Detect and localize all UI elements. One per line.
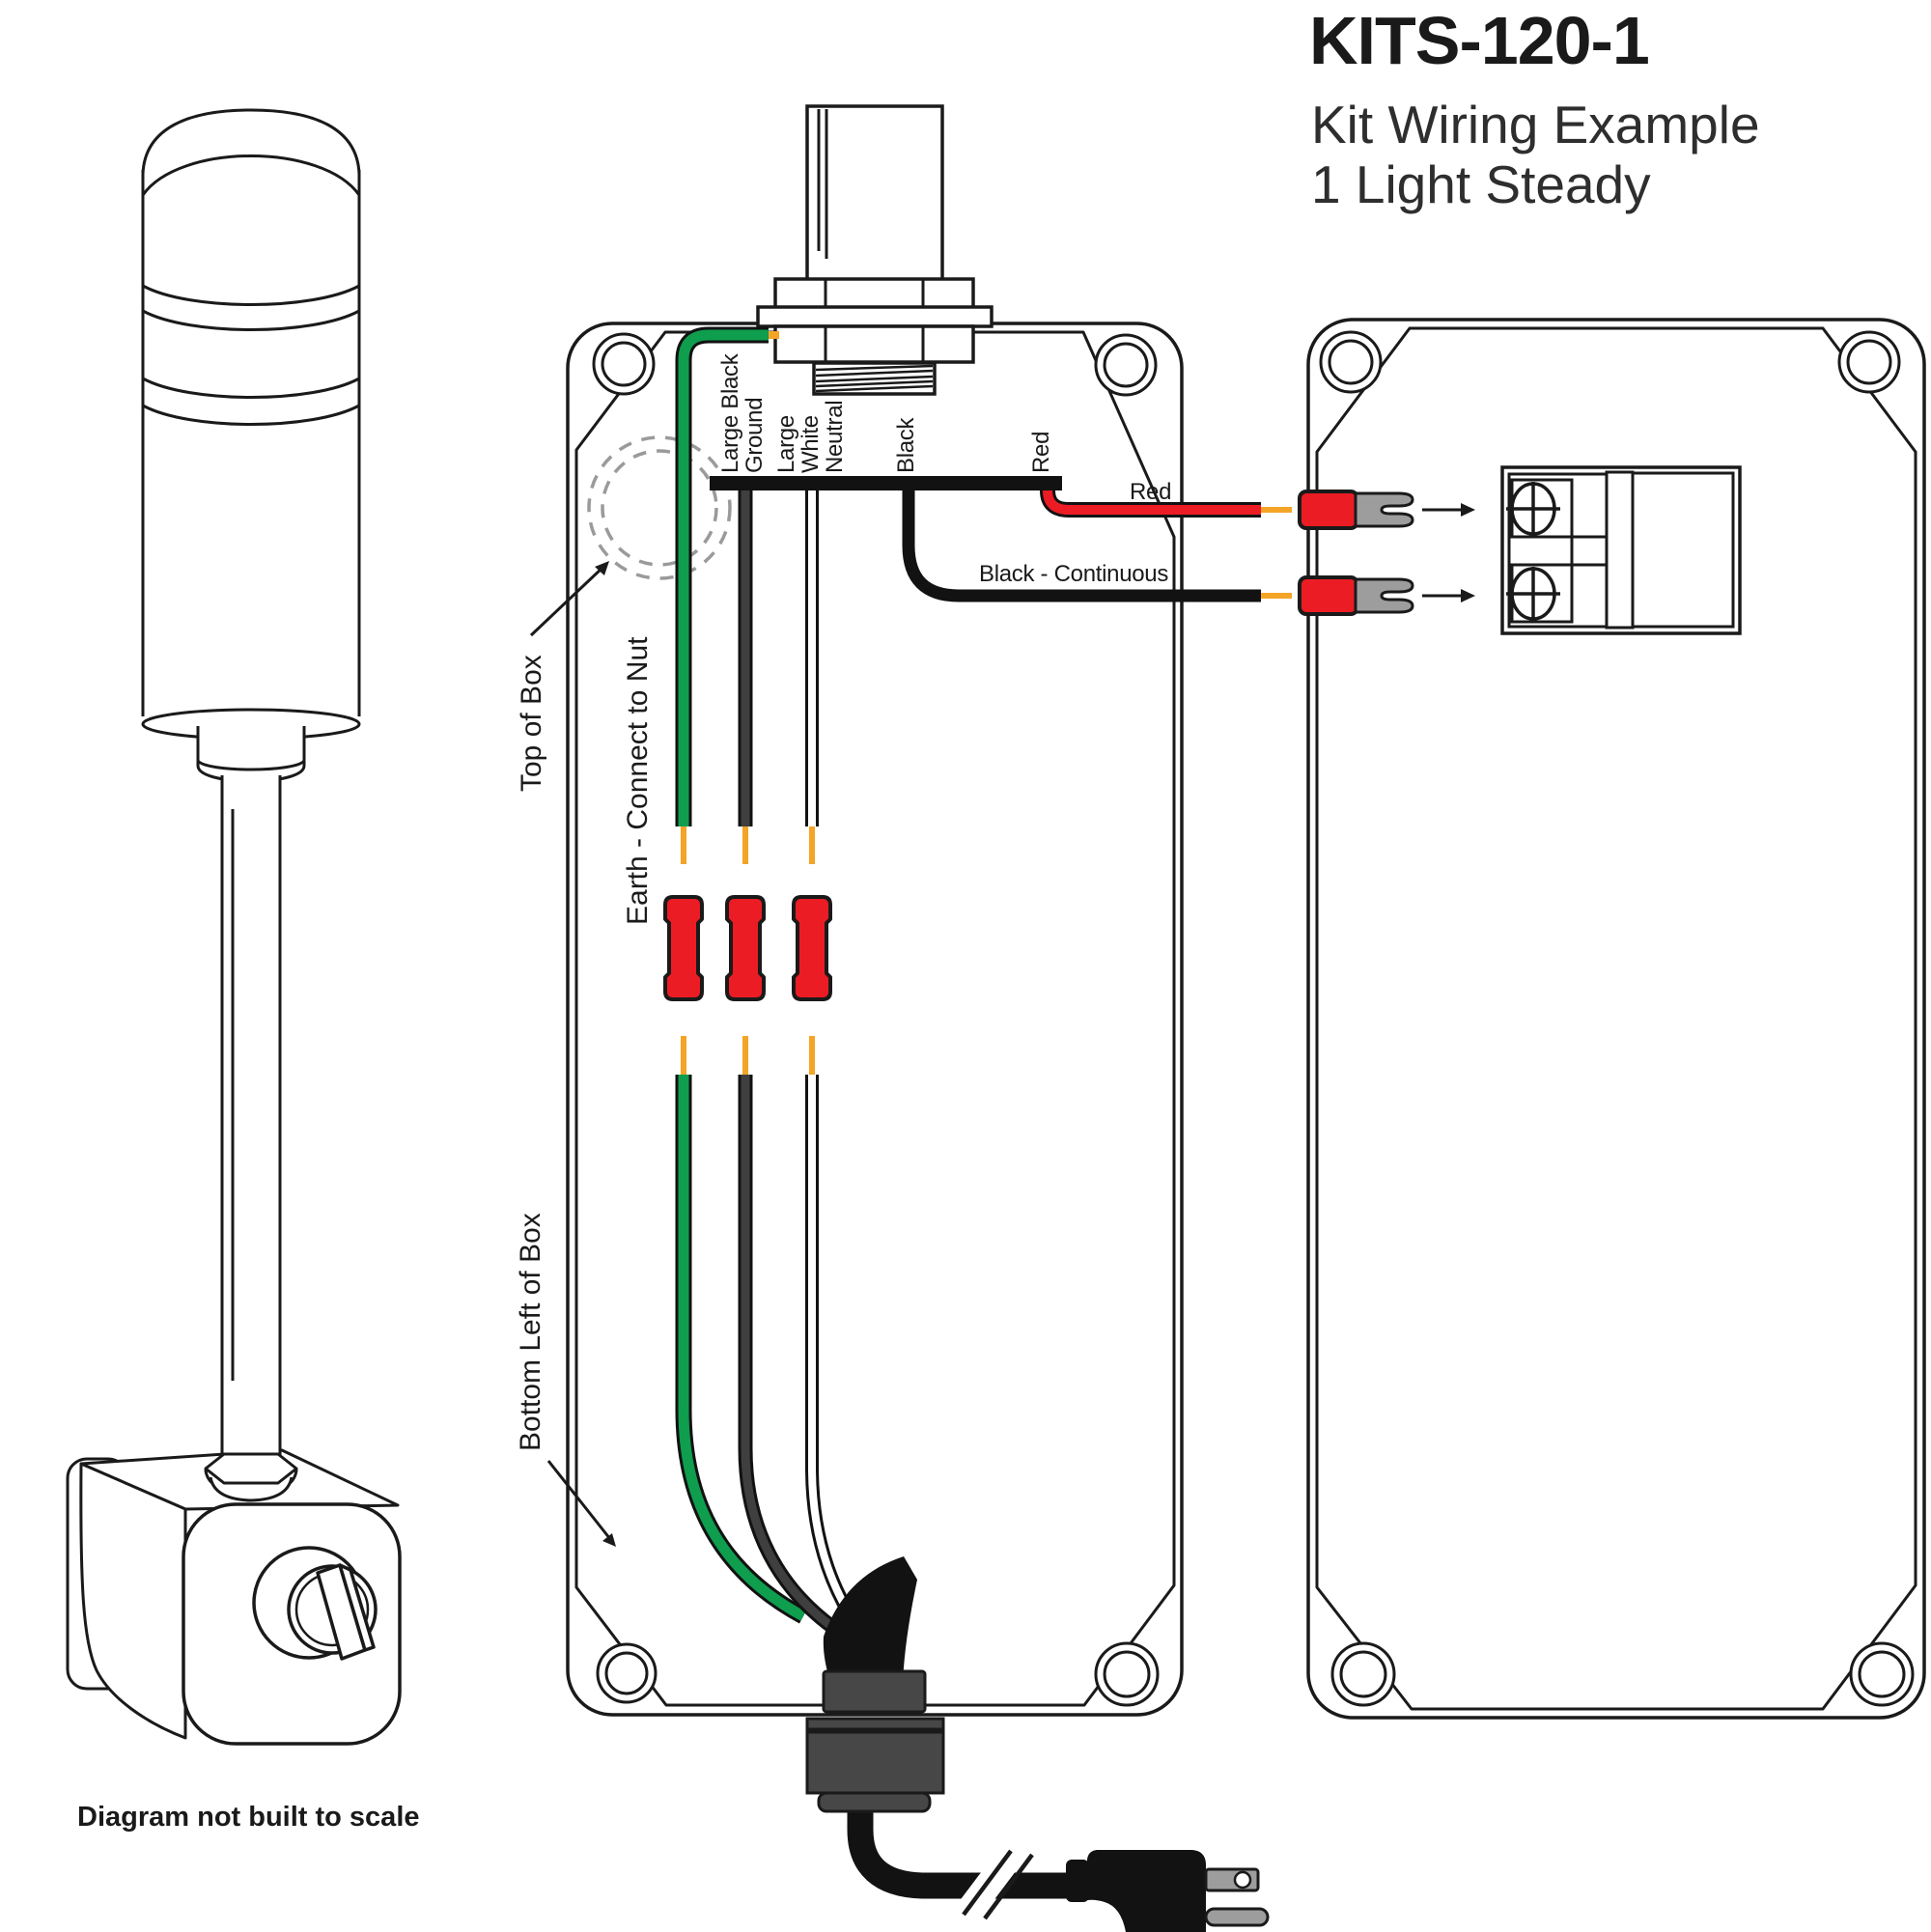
mounting-pole — [220, 774, 282, 1469]
arrow-head — [1461, 503, 1475, 517]
fork-terminal-blade — [1354, 577, 1414, 614]
neutral-wire-lower — [808, 1075, 868, 1639]
black-wire-label: Black — [893, 417, 919, 473]
butt-splice — [663, 895, 704, 1001]
terminal-right-cavity — [1631, 471, 1735, 629]
arrow-head — [1461, 589, 1475, 602]
wires — [675, 326, 1292, 1641]
butt-splice-connectors — [663, 895, 832, 1001]
stack-light — [66, 108, 402, 1746]
stack-light-adapter — [196, 726, 306, 783]
neutral-wire-label: Large White Neutral — [773, 400, 849, 473]
power-cord-assembly — [805, 1556, 1270, 1932]
fork-terminal-sleeve — [1298, 575, 1359, 616]
fitting-nut-upper — [773, 277, 975, 310]
black-lead-label: Black - Continuous — [979, 561, 1169, 587]
butt-splice — [725, 895, 766, 1001]
fitting-flange — [756, 305, 993, 328]
arrow-head — [595, 561, 609, 575]
terminal-block — [1500, 465, 1742, 635]
terminal-divider-bar — [1605, 470, 1635, 630]
power-cord — [847, 1796, 1072, 1899]
bottom-left-leader — [546, 1460, 612, 1540]
fitting-nut-lower — [773, 324, 975, 364]
top-of-box-leader — [529, 566, 604, 637]
page-subtitle: Kit Wiring Example 1 Light Steady — [1311, 95, 1760, 214]
subtitle-line-1: Kit Wiring Example — [1311, 95, 1760, 154]
stack-light-band — [142, 377, 360, 399]
lid-box-mounting-holes — [1319, 330, 1915, 1707]
power-plug — [1066, 1850, 1270, 1932]
terminal-screw — [1506, 482, 1560, 536]
subtitle-line-2: 1 Light Steady — [1311, 154, 1651, 214]
kit-box-outline — [566, 322, 1184, 1717]
fork-terminals — [1298, 490, 1475, 616]
stack-light-band — [142, 284, 360, 306]
earth-wire-lower — [678, 1075, 806, 1621]
cable-sheath-bar — [710, 476, 1062, 490]
scale-footnote: Diagram not built to scale — [77, 1802, 420, 1833]
red-lead-label: Red — [1130, 479, 1172, 505]
arrow-head — [602, 1533, 616, 1547]
knob-lever-side — [338, 1563, 376, 1652]
pole-mount-fitting — [756, 104, 993, 396]
kit-box-inner-wall — [574, 330, 1176, 1707]
fork-terminal-sleeve — [1298, 490, 1359, 530]
red-wire — [1043, 486, 1261, 515]
terminal-link — [1570, 535, 1609, 567]
rotary-knob — [252, 1546, 378, 1661]
stack-light-dome — [141, 108, 361, 175]
ground-wire-label: Large Black Ground — [717, 353, 769, 473]
terminal-screw — [1506, 567, 1560, 621]
lid-box-outline — [1306, 318, 1926, 1720]
fork-terminal-blade — [1354, 491, 1414, 528]
ground-wire-lower — [741, 1075, 835, 1631]
cable-jacket — [823, 1556, 917, 1682]
red-wire-label: Red — [1028, 431, 1054, 473]
kit-box-mounting-holes — [592, 332, 1160, 1707]
butt-splice — [792, 895, 832, 1001]
leader-arrows — [529, 561, 616, 1547]
black-wire — [902, 483, 1261, 602]
plug-blade-hole — [1233, 1870, 1252, 1890]
kit-box — [566, 322, 1184, 1717]
top-of-box-label: Top of Box — [516, 655, 547, 792]
plug-blade — [1204, 1907, 1270, 1927]
lid-box — [1306, 318, 1926, 1720]
page-title: KITS-120-1 — [1309, 3, 1650, 78]
earth-wire-upper — [678, 329, 769, 826]
bottom-left-label: Bottom Left of Box — [515, 1213, 546, 1451]
cord-break — [952, 1848, 1034, 1926]
switch-box-left-face — [79, 1462, 187, 1740]
pole-stub — [805, 104, 944, 283]
cable-gland — [805, 1669, 945, 1813]
pole-nut — [204, 1452, 298, 1502]
earth-connect-label: Earth - Connect to Nut — [622, 636, 654, 925]
nut-location-dashed-circle — [587, 435, 732, 580]
